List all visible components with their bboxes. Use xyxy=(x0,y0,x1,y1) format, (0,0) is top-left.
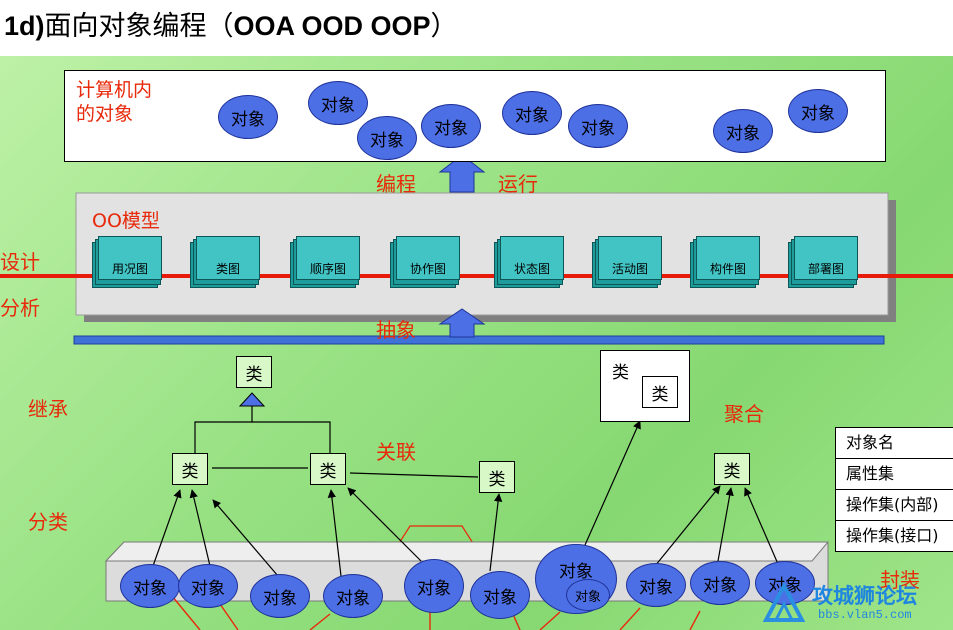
model-diagram-doc: 类图 xyxy=(190,236,260,288)
aggregation-label: 聚合 xyxy=(724,402,764,426)
object-oval: 对象 xyxy=(308,81,368,125)
computer-box-label-line2: 的对象 xyxy=(76,103,134,125)
running-label: 运行 xyxy=(498,172,538,196)
object-oval: 对象 xyxy=(404,559,464,613)
title-prefix: 1d) xyxy=(4,11,45,41)
model-label: OO模型 xyxy=(92,210,160,232)
model-diagram-label: 状态图 xyxy=(500,236,564,280)
aggregate-inner-class: 类 xyxy=(642,376,678,408)
model-diagram-label: 构件图 xyxy=(696,236,760,280)
object-oval: 对象 xyxy=(470,571,530,619)
title-cn: 面向对象编程（ xyxy=(44,11,234,42)
model-diagram-doc: 状态图 xyxy=(494,236,564,288)
table-row-internal-ops: 操作集(内部) xyxy=(836,490,953,521)
class-box: 类 xyxy=(714,453,750,485)
model-diagram-label: 用况图 xyxy=(98,236,162,280)
object-oval: 对象 xyxy=(250,574,310,618)
diagram-slide: 计算机内 的对象 对象 对象 对象 对象 对象 对象 对象 对象 编程 运行 抽… xyxy=(0,56,953,630)
model-diagram-label: 顺序图 xyxy=(296,236,360,280)
object-oval: 对象 xyxy=(626,563,686,607)
computer-box-label: 计算机内 的对象 xyxy=(76,78,152,126)
object-oval: 对象 xyxy=(323,574,383,618)
model-diagram-doc: 顺序图 xyxy=(290,236,360,288)
model-diagram-doc: 协作图 xyxy=(390,236,460,288)
object-oval: 对象 xyxy=(218,95,278,139)
class-box: 类 xyxy=(310,453,346,485)
class-box-parent: 类 xyxy=(236,356,272,388)
object-oval: 对象 xyxy=(120,564,180,608)
encapsulation-label: 封装 xyxy=(880,568,920,592)
watermark-name: 攻城狮论坛 xyxy=(812,584,917,608)
class-box: 类 xyxy=(172,453,208,485)
object-oval: 对象 xyxy=(502,91,562,135)
object-oval: 对象 xyxy=(690,561,750,605)
analysis-label: 分析 xyxy=(0,296,40,320)
object-oval: 对象 xyxy=(357,116,417,160)
object-oval: 对象 xyxy=(755,561,815,605)
table-row-interface-ops: 操作集(接口) xyxy=(846,526,939,545)
inheritance-label: 继承 xyxy=(28,397,68,421)
model-diagram-label: 活动图 xyxy=(598,236,662,280)
model-diagram-label: 部署图 xyxy=(794,236,858,280)
encapsulation-table: 对象名 属性集 操作集(内部) 操作集(接口) xyxy=(835,427,953,552)
abstraction-label: 抽象 xyxy=(376,318,416,342)
model-diagram-doc: 活动图 xyxy=(592,236,662,288)
object-oval: 对象 xyxy=(568,104,628,148)
abstraction-bar xyxy=(73,335,885,345)
object-oval: 对象 xyxy=(788,89,848,133)
object-oval: 对象 xyxy=(421,104,481,148)
model-diagram-doc: 用况图 xyxy=(92,236,162,288)
association-label: 关联 xyxy=(376,440,416,464)
watermark: 攻城狮论坛 bbs.vlan5.com xyxy=(760,578,953,630)
model-diagram-label: 协作图 xyxy=(396,236,460,280)
coding-label: 编程 xyxy=(376,172,416,196)
object-oval: 对象 xyxy=(178,564,238,608)
watermark-logo-icon xyxy=(762,581,806,622)
model-diagram-label: 类图 xyxy=(196,236,260,280)
aggregate-class-label: 类 xyxy=(612,363,629,383)
title-close: ） xyxy=(430,11,458,42)
coding-arrow xyxy=(438,154,486,193)
slide-title: 1d)面向对象编程（OOA OOD OOP） xyxy=(4,4,458,48)
inner-object-oval: 对象 xyxy=(566,579,610,611)
classification-label: 分类 xyxy=(28,510,68,534)
table-row-object-name: 对象名 xyxy=(836,428,953,459)
title-bold: OOA OOD OOP xyxy=(233,11,431,41)
class-box: 类 xyxy=(479,461,515,493)
watermark-url: bbs.vlan5.com xyxy=(818,608,912,622)
model-diagram-doc: 部署图 xyxy=(788,236,858,288)
table-row-attributes: 属性集 xyxy=(836,459,953,490)
computer-box-label-line1: 计算机内 xyxy=(76,79,153,101)
model-diagram-doc: 构件图 xyxy=(690,236,760,288)
design-label: 设计 xyxy=(0,250,40,274)
aggregate-object-label: 对象 xyxy=(559,562,593,582)
abstraction-arrow xyxy=(438,308,486,338)
object-oval: 对象 xyxy=(713,109,773,153)
